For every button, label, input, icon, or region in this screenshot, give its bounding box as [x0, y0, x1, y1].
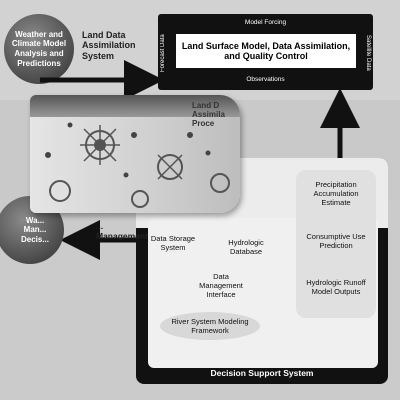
cup-text-line-2: Assimila — [192, 110, 225, 120]
cup-reflection-text: Land D Assimila Proce — [192, 101, 225, 129]
overlay-cup-photo: Land D Assimila Proce — [30, 95, 240, 213]
observations-label: Observations — [246, 76, 285, 83]
precipitation-node: Precipitation Accumulation Estimate — [313, 180, 359, 207]
river-system-node: River System Modeling Framework — [160, 312, 260, 340]
river-system-label: River System Modeling Framework — [171, 317, 249, 335]
cup-text-line-1: Land D — [192, 101, 220, 110]
cup-rim — [30, 95, 240, 117]
land-surface-model-text: Land Surface Model, Data Assimilation, a… — [181, 40, 351, 61]
data-management-node: Data Management Interface — [199, 272, 243, 299]
weather-climate-label: Weather and Climate Model Analysis and P… — [11, 29, 67, 68]
model-forcing-label: Model Forcing — [244, 19, 287, 26]
land-surface-model-label: Land Surface Model, Data Assimilation, a… — [176, 34, 356, 68]
management-label: ... Management — [96, 221, 148, 241]
cup-pattern — [45, 122, 230, 208]
right-outputs-column — [296, 170, 376, 318]
cup-text-line-3: Proce — [192, 119, 215, 129]
weather-climate-circle: Weather and Climate Model Analysis and P… — [4, 14, 74, 84]
lda-label: Land Data Assimilation System — [82, 30, 136, 61]
hydrologic-database-node: Hydrologic Database — [228, 238, 264, 256]
decision-maker-label: Wa... Man... Decis... — [20, 215, 49, 244]
consumptive-use-node: Consumptive Use Prediction — [306, 232, 366, 250]
satellite-data-label: Satellite Data — [365, 35, 371, 71]
model-box: Model Forcing Forecast Data Satellite Da… — [158, 14, 373, 90]
data-storage-node: Data Storage System — [150, 234, 196, 252]
dss-footer-label: Decision Support System — [210, 368, 314, 378]
runoff-model-node: Hydrologic Runoff Model Outputs — [306, 278, 366, 296]
